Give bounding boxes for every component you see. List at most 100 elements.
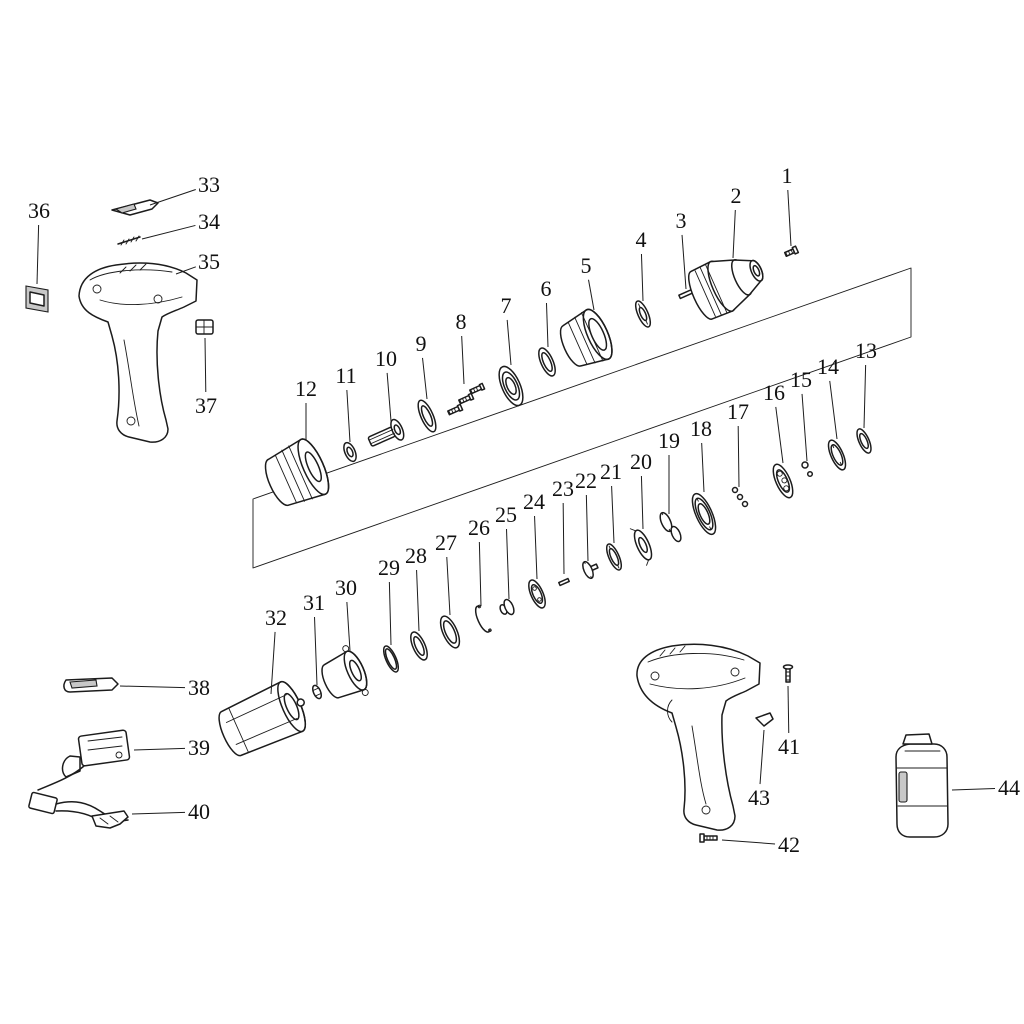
part-number-29: 29 — [378, 555, 400, 580]
part-number-10: 10 — [375, 346, 397, 371]
part-number-6: 6 — [541, 276, 552, 301]
leader-line-30 — [346, 601, 351, 652]
part-housing-right-assembly — [636, 643, 761, 831]
part-number-38: 38 — [188, 675, 210, 700]
part-number-8: 8 — [456, 309, 467, 334]
leader-line-25 — [506, 528, 510, 600]
part-number-40: 40 — [188, 799, 210, 824]
part-21-washer-slotted — [605, 543, 623, 571]
callout-layer: 1234567891011121314151617181920212223242… — [28, 163, 1020, 857]
part-15-fasteners — [801, 461, 814, 478]
part-number-13: 13 — [855, 338, 877, 363]
part-40-wiring-harness — [28, 791, 129, 829]
part-18-ring-gear-large — [691, 492, 717, 536]
part-17-steel-balls — [731, 486, 749, 508]
leader-line-20 — [640, 475, 644, 530]
leader-line-22 — [585, 494, 589, 562]
leader-line-35 — [175, 266, 197, 275]
leader-line-39 — [133, 747, 186, 751]
part-number-9: 9 — [416, 331, 427, 356]
part-44-battery-pack — [895, 733, 949, 838]
leader-line-26 — [478, 541, 482, 607]
part-35-housing-left — [78, 262, 198, 443]
part-number-35: 35 — [198, 249, 220, 274]
part-number-21: 21 — [600, 459, 622, 484]
part-number-4: 4 — [636, 227, 647, 252]
part-38-belt-hook — [63, 677, 119, 693]
part-29-washer — [382, 645, 400, 673]
leader-line-9 — [422, 357, 428, 400]
part-37-button — [195, 319, 214, 335]
leader-line-28 — [416, 569, 420, 632]
leader-line-11 — [346, 389, 351, 443]
part-39-switch — [37, 729, 131, 791]
part-number-39: 39 — [188, 735, 210, 760]
part-10-spindle — [367, 418, 405, 447]
part-43-clip — [755, 712, 774, 727]
part-number-44: 44 — [998, 775, 1020, 800]
part-number-31: 31 — [303, 590, 325, 615]
part-number-43: 43 — [748, 785, 770, 810]
leader-line-32 — [270, 631, 276, 695]
leader-line-15 — [801, 393, 808, 462]
part-number-18: 18 — [690, 416, 712, 441]
part-33-clip — [111, 199, 159, 216]
part-number-19: 19 — [658, 428, 680, 453]
part-11-ring — [343, 441, 357, 463]
part-41-screw — [782, 664, 794, 683]
part-number-2: 2 — [731, 183, 742, 208]
part-31-nut — [311, 684, 323, 700]
leader-line-18 — [701, 442, 705, 493]
leader-line-17 — [737, 425, 740, 488]
leader-line-40 — [131, 811, 186, 815]
part-number-42: 42 — [778, 832, 800, 857]
part-6-ring — [538, 347, 556, 377]
part-19-planet-gears — [659, 511, 682, 543]
leader-line-16 — [775, 406, 784, 464]
leader-line-10 — [386, 372, 392, 422]
leader-line-34 — [141, 224, 196, 240]
part-28-ring — [410, 631, 428, 661]
leader-line-29 — [388, 581, 392, 646]
leader-line-33 — [149, 189, 196, 206]
leader-line-44 — [951, 787, 996, 791]
leader-line-8 — [461, 335, 465, 385]
part-7-bearing — [498, 365, 524, 407]
part-27-cup-washer — [439, 615, 461, 649]
part-22-sun-gear — [582, 560, 599, 580]
part-42-screw — [699, 833, 718, 843]
part-number-27: 27 — [435, 530, 457, 555]
part-9-washer — [417, 399, 437, 433]
part-number-20: 20 — [630, 449, 652, 474]
part-number-11: 11 — [335, 363, 356, 388]
part-24-planet-carrier-2 — [528, 579, 546, 609]
part-number-15: 15 — [790, 367, 812, 392]
leader-line-24 — [534, 515, 538, 580]
leader-line-37 — [204, 337, 207, 393]
leader-line-13 — [863, 364, 867, 429]
leader-line-43 — [759, 729, 765, 785]
leader-line-4 — [640, 253, 644, 302]
part-4-washer-plate — [634, 300, 652, 328]
part-number-1: 1 — [782, 163, 793, 188]
part-1-chuck-screw — [783, 245, 800, 258]
part-number-30: 30 — [335, 575, 357, 600]
part-number-12: 12 — [295, 376, 317, 401]
leader-line-3 — [681, 234, 687, 290]
part-number-7: 7 — [501, 293, 512, 318]
part-number-5: 5 — [581, 253, 592, 278]
leader-line-1 — [787, 189, 792, 247]
leader-line-7 — [506, 319, 512, 366]
part-number-33: 33 — [198, 172, 220, 197]
part-number-32: 32 — [265, 605, 287, 630]
part-number-34: 34 — [198, 209, 220, 234]
part-number-17: 17 — [727, 399, 749, 424]
part-13-bearing — [856, 428, 872, 454]
part-number-26: 26 — [468, 515, 490, 540]
leader-line-41 — [787, 685, 790, 734]
leader-line-21 — [611, 485, 615, 544]
leader-line-27 — [446, 556, 451, 616]
part-number-14: 14 — [817, 354, 839, 379]
